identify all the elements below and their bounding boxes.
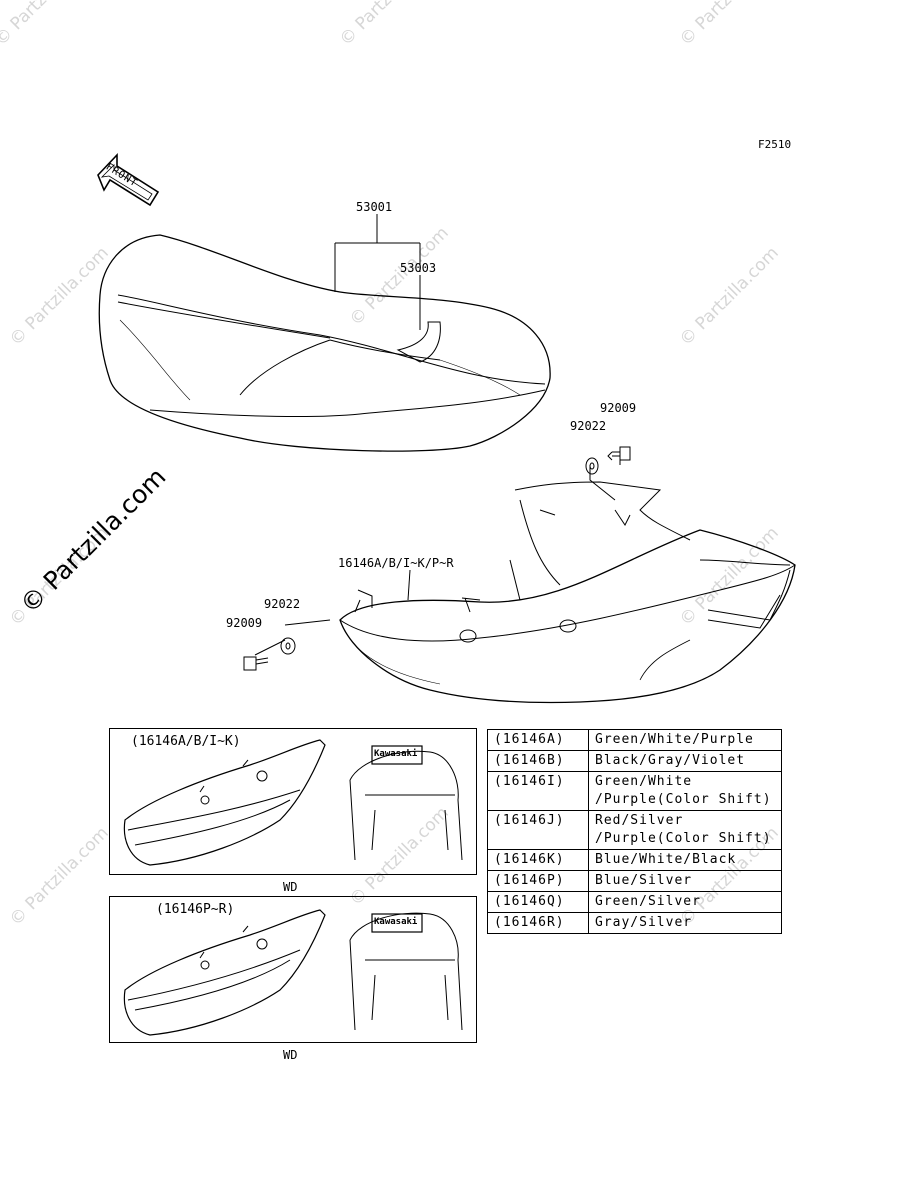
- color-name: Green/White/Purple(Color Shift): [588, 771, 782, 811]
- color-table-row: (16146J)Red/Silver/Purple(Color Shift): [487, 810, 782, 850]
- part-code: (16146I): [487, 771, 589, 811]
- callout-92022-right: 92022: [570, 419, 607, 433]
- figure-id: F2510: [758, 138, 792, 151]
- color-name: Green/Silver: [588, 891, 782, 913]
- callout-53001: 53001: [356, 200, 393, 214]
- part-code: (16146P): [487, 870, 589, 892]
- color-name: Blue/Silver: [588, 870, 782, 892]
- color-name: Blue/White/Black: [588, 849, 782, 871]
- seat-cover-drawing: [339, 481, 796, 704]
- color-table-row: (16146I)Green/White/Purple(Color Shift): [487, 771, 782, 811]
- inset-1-caption: WD: [283, 880, 298, 894]
- color-name: Green/White/Purple: [588, 729, 782, 751]
- inset-2-drawing: [123, 909, 463, 1036]
- color-name: Red/Silver/Purple(Color Shift): [588, 810, 782, 850]
- callout-53003: 53003: [400, 261, 437, 275]
- inset-box-1: [109, 728, 477, 875]
- callout-92022-left: 92022: [264, 597, 301, 611]
- inset-1-title: (16146A/B/I~K): [131, 734, 241, 749]
- bolt-icon: [243, 656, 269, 671]
- color-table-row: (16146Q)Green/Silver: [487, 891, 782, 913]
- part-code: (16146A): [487, 729, 589, 751]
- color-table-row: (16146B)Black/Gray/Violet: [487, 750, 782, 772]
- inset-2-emblem: Kawasaki: [374, 917, 418, 927]
- color-table-row: (16146R)Gray/Silver: [487, 912, 782, 934]
- color-table: (16146A)Green/White/Purple(16146B)Black/…: [487, 729, 782, 934]
- bolt-icon: [607, 446, 631, 461]
- color-name: Black/Gray/Violet: [588, 750, 782, 772]
- inset-box-2: [109, 896, 477, 1043]
- part-code: (16146J): [487, 810, 589, 850]
- washer-icon: [280, 637, 296, 655]
- callout-16146: 16146A/B/I~K/P~R: [338, 556, 454, 570]
- inset-1-emblem: Kawasaki: [374, 749, 418, 759]
- color-table-row: (16146A)Green/White/Purple: [487, 729, 782, 751]
- color-table-row: (16146P)Blue/Silver: [487, 870, 782, 892]
- callout-92009-left: 92009: [226, 616, 263, 630]
- inset-2-title: (16146P~R): [156, 902, 235, 917]
- seat-drawing: [98, 234, 551, 452]
- inset-2-caption: WD: [283, 1048, 298, 1062]
- inset-1-drawing: [123, 739, 463, 866]
- callout-92009-right: 92009: [600, 401, 637, 415]
- part-code: (16146R): [487, 912, 589, 934]
- front-arrow-icon: [97, 152, 160, 207]
- part-code: (16146K): [487, 849, 589, 871]
- part-code: (16146Q): [487, 891, 589, 913]
- color-name: Gray/Silver: [588, 912, 782, 934]
- part-code: (16146B): [487, 750, 589, 772]
- color-table-row: (16146K)Blue/White/Black: [487, 849, 782, 871]
- washer-icon: [585, 457, 599, 475]
